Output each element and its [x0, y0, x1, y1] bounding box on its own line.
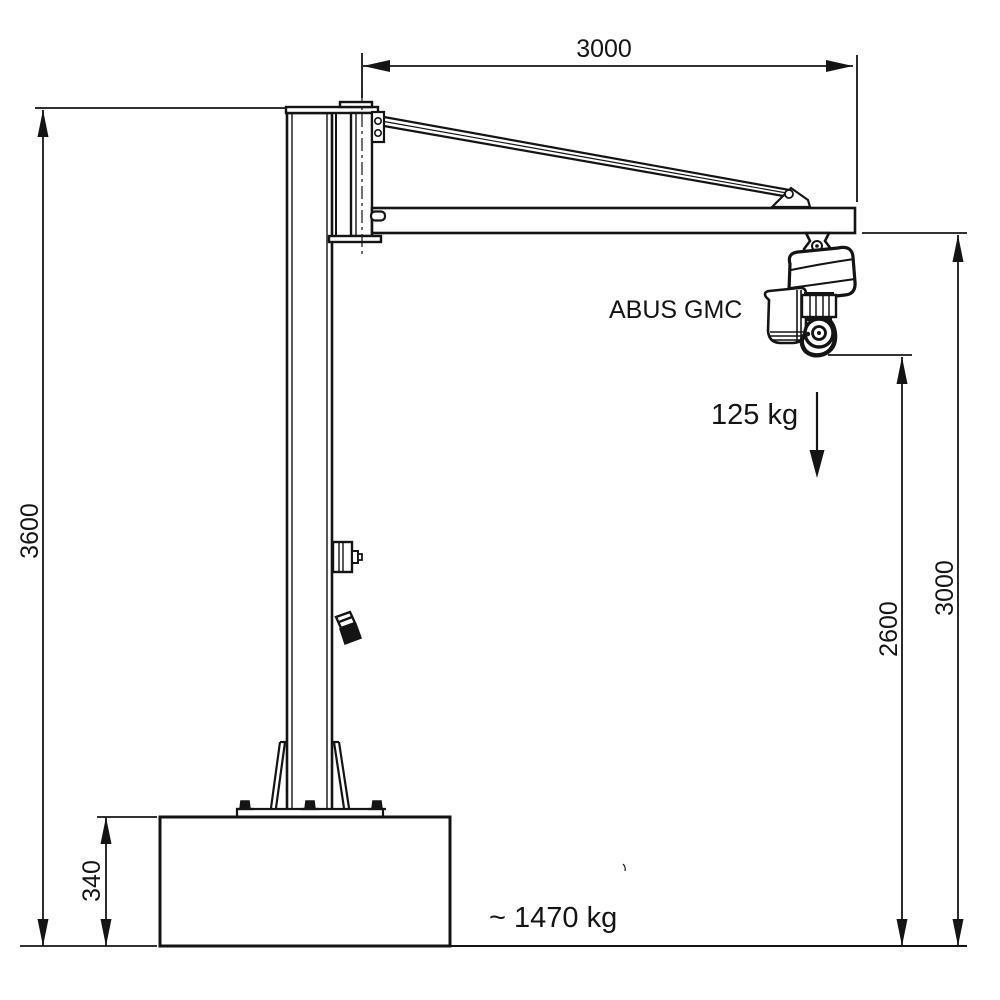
arrowhead	[952, 235, 964, 262]
arrowhead	[896, 919, 908, 946]
dim-overall-height	[35, 107, 286, 946]
dim-label-under-beam: 3000	[931, 560, 959, 616]
slewing-unit	[327, 90, 383, 258]
hoist-model-label: ABUS GMC	[609, 296, 742, 324]
isolator-switch-box	[331, 540, 363, 574]
arrowhead	[363, 60, 390, 72]
arrowhead	[809, 450, 825, 478]
arrowhead	[37, 919, 49, 946]
arrowhead	[37, 110, 49, 137]
total-weight-label: ~ 1470 kg	[489, 902, 617, 934]
dimension-lines	[20, 53, 967, 947]
dim-label-jib-outreach: 3000	[576, 35, 632, 63]
arrowhead	[952, 919, 964, 946]
dim-under-beam	[862, 232, 967, 946]
load-capacity-label: 125 kg	[711, 399, 798, 431]
crane-structure	[158, 90, 857, 948]
foundation-block	[158, 815, 452, 948]
dim-hook-path	[828, 354, 912, 946]
dim-jib-outreach	[361, 53, 858, 202]
tie-rod-anchor-plate	[370, 110, 386, 144]
load-direction-arrow	[809, 392, 825, 478]
stray-mark	[622, 863, 626, 872]
hook-block	[800, 292, 838, 321]
power-plug	[334, 610, 362, 645]
dim-label-overall-height: 3600	[16, 503, 44, 559]
tie-rod-pin	[784, 189, 794, 199]
crane-column	[285, 111, 334, 812]
dim-label-foundation-height: 340	[78, 860, 106, 902]
text-labels: 3000 3600 340 2600 3000 ABUS GMC 125 kg …	[16, 35, 959, 934]
load-hook	[799, 316, 838, 358]
dim-foundation-height	[20, 816, 157, 947]
arrowhead	[896, 357, 908, 384]
dim-label-hook-path: 2600	[875, 601, 903, 657]
arrowhead	[826, 60, 853, 72]
arrowhead	[100, 817, 112, 844]
limit-stop-bolt	[369, 210, 387, 222]
column-cap-plate	[284, 100, 380, 115]
chain-bucket	[763, 286, 808, 345]
base-gussets	[269, 740, 351, 809]
anchor-bolts	[236, 800, 386, 811]
jib-beam	[369, 206, 857, 235]
chain-hoist	[763, 231, 857, 358]
tie-rod	[383, 115, 812, 209]
arrowhead	[100, 919, 112, 946]
